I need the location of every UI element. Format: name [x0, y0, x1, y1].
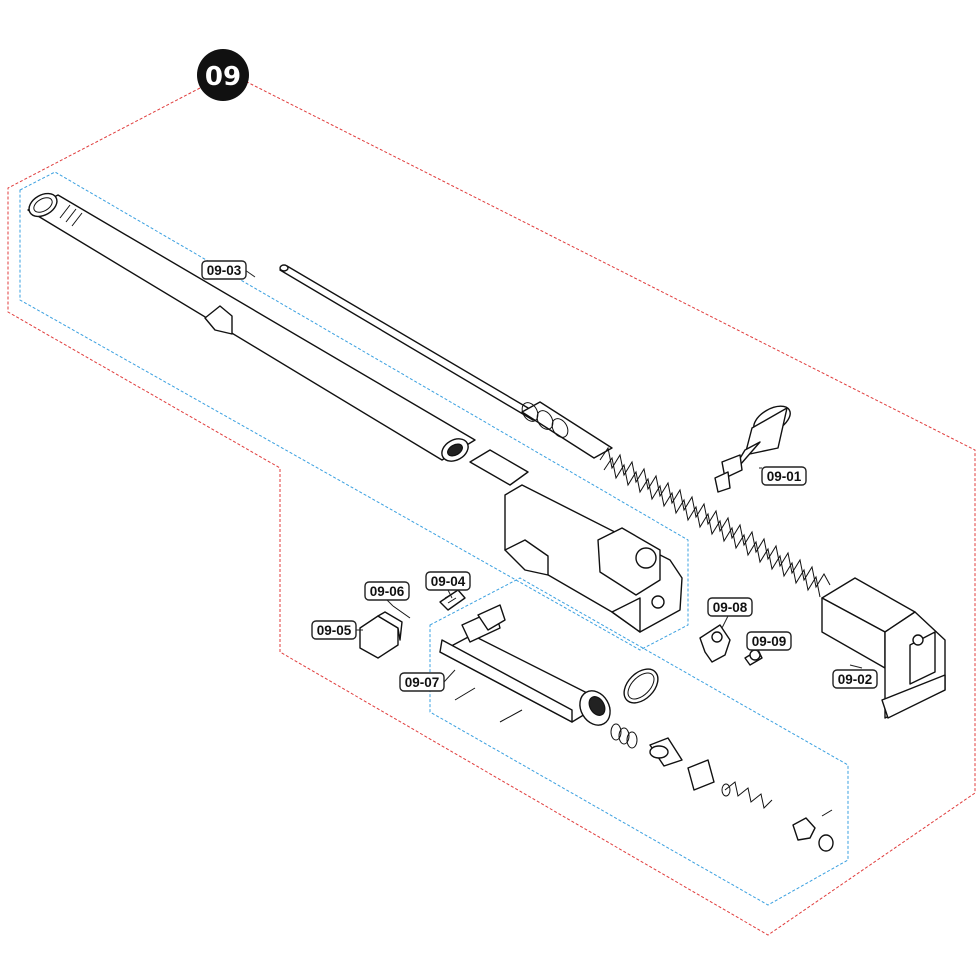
callout-09-03: 09-03 — [201, 260, 256, 280]
hop-up-pin-part — [392, 605, 411, 619]
piston-head-part — [649, 737, 715, 791]
svg-text:09-09: 09-09 — [752, 634, 787, 649]
callout-09-07: 09-07 — [399, 669, 456, 692]
callout-09-01: 09-01 — [759, 466, 807, 486]
rear-mount-part — [821, 577, 946, 719]
svg-text:09-06: 09-06 — [370, 584, 405, 599]
svg-text:09-04: 09-04 — [431, 574, 466, 589]
svg-text:09-07: 09-07 — [405, 675, 440, 690]
nozzle-subassembly-boundary — [429, 577, 849, 906]
trigger-block-part — [699, 624, 731, 663]
svg-text:09-03: 09-03 — [207, 263, 242, 278]
recoil-spring-part — [599, 446, 831, 598]
group-badge: 09 — [197, 49, 249, 101]
outer-barrel-part — [27, 192, 476, 462]
hop-up-chamber-part — [469, 449, 683, 633]
callout-09-06: 09-06 — [364, 581, 410, 607]
nozzle-part — [714, 405, 791, 493]
outer-assembly-boundary — [7, 81, 976, 936]
svg-text:09-08: 09-08 — [713, 600, 748, 615]
inner-barrel-part — [279, 264, 613, 459]
callout-09-08: 09-08 — [707, 597, 753, 629]
svg-text:09-02: 09-02 — [838, 672, 873, 687]
svg-text:09-01: 09-01 — [767, 469, 802, 484]
callout-09-04: 09-04 — [425, 571, 471, 599]
cylinder-body-part — [439, 604, 611, 726]
end-cap-part — [792, 809, 834, 852]
svg-text:09-05: 09-05 — [317, 623, 352, 638]
callout-09-09: 09-09 — [746, 631, 792, 656]
small-spring-part — [610, 723, 638, 749]
barrel-subassembly-boundary — [19, 171, 689, 651]
return-spring-part — [721, 781, 773, 810]
hop-up-screw-part — [439, 589, 466, 611]
group-badge-label: 09 — [205, 62, 241, 92]
o-ring-part — [623, 668, 659, 704]
callout-09-02: 09-02 — [832, 664, 878, 689]
callout-09-05: 09-05 — [311, 620, 363, 640]
hop-up-lever-part — [359, 611, 403, 659]
retaining-screw-part — [744, 649, 763, 666]
